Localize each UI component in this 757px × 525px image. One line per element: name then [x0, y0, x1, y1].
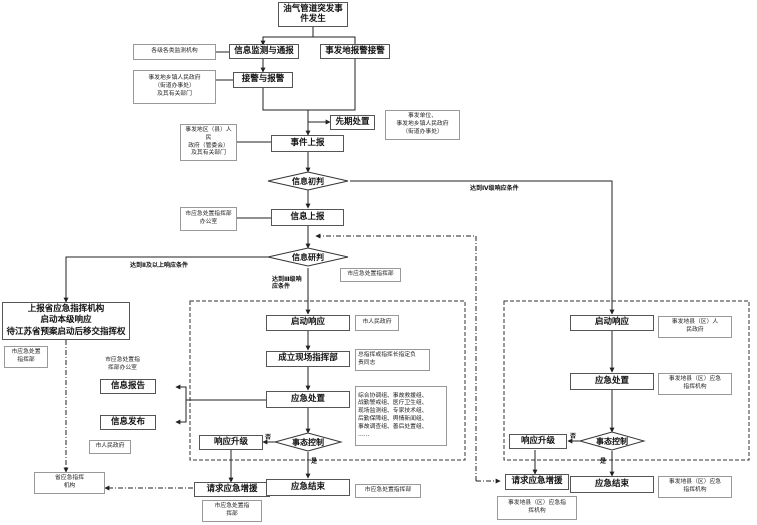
- monitor-box: 信息监测与通报: [229, 44, 299, 59]
- initial-judge-diamond: [267, 171, 349, 191]
- request-county-org-note: 事发地县（区）应急指 挥机构: [497, 496, 577, 520]
- province-box: 上报省应急指挥机构 启动本级响应 待江苏省预案启动后移交指挥权: [2, 302, 130, 340]
- county-control-diamond: [578, 431, 646, 451]
- county-gov-note: 事发地区（县）人民 政府（管委会） 及其有关部门: [180, 124, 237, 161]
- city-response-region: [189, 300, 466, 461]
- end-county-org-note: 事发地县（区）应急 指挥机构: [658, 476, 732, 498]
- info-publish-box: 信息发布: [100, 415, 156, 430]
- event-report-box: 事件上报: [271, 135, 344, 152]
- alarm-receive-box: 事发地报警接警: [320, 44, 390, 59]
- field-hq-box: 成立现场指挥部: [266, 351, 350, 367]
- info-report2-box: 信息报告: [100, 379, 156, 394]
- county-response-region: [503, 300, 750, 461]
- province-cmd-note: 省应急指挥 机构: [34, 472, 105, 494]
- early-response-box: 先期处置: [330, 115, 375, 130]
- city-control-label: 事态控制: [292, 437, 324, 447]
- town-gov-note: 事发地乡镇人民政府 （街道办事处） 及其有关部门: [133, 70, 216, 104]
- county-disposal-box: 应急处置: [570, 373, 654, 390]
- hq-office-note: 市应急处置指 挥部办公室: [95, 354, 150, 376]
- city-disposal-box: 应急处置: [266, 391, 350, 408]
- city-gov-note: 市人民政府: [355, 315, 399, 331]
- level2-label: 达到Ⅱ及以上响应条件: [130, 262, 188, 269]
- level3-label: 达到Ⅲ级响 应条件: [272, 276, 302, 291]
- request-city-org-note: 市应急处置指 挥部: [202, 500, 262, 522]
- county-start-org-note: 事发地县（区）人 民政府: [658, 316, 732, 338]
- city-start-box: 启动响应: [266, 315, 350, 331]
- info-report-box: 信息上报: [271, 209, 344, 226]
- yes-county-label: 是: [600, 458, 607, 465]
- end-city-org-note: 市应急处置指挥部: [355, 484, 421, 498]
- city-upgrade-box: 响应升级: [199, 435, 263, 450]
- county-end-box: 应急结束: [570, 476, 654, 493]
- county-request-box: 请求应急增援: [505, 474, 569, 490]
- yes-city-label: 是: [311, 458, 318, 465]
- study-diamond: [267, 247, 349, 267]
- publish-org-note: 市人民政府: [89, 440, 131, 454]
- level4-label: 达到Ⅳ级响应条件: [470, 185, 519, 192]
- monitor-org-note: 各级各类监测机构: [133, 44, 216, 60]
- groups-note: 综合协调组、事故救援组、 战勤警戒组、医疗卫生组、 现场监测组、专家技术组、 后…: [355, 386, 447, 446]
- county-upgrade-box: 响应升级: [509, 434, 567, 449]
- city-control-diamond: [273, 432, 343, 452]
- incident-box: 油气管道突发事 件发生: [278, 2, 348, 27]
- study-org-note: 市应急处置指挥部: [340, 268, 401, 282]
- initial-judge-label: 信息初判: [292, 176, 324, 186]
- province-org-note: 市应急处置 指挥部: [4, 346, 48, 368]
- study-label: 信息研判: [292, 252, 324, 262]
- early-units-note: 事发单位、 事发地乡镇人民政府 （街道办事处）: [385, 110, 460, 140]
- no-county-label: 否: [570, 433, 577, 440]
- city-end-box: 应急结束: [266, 479, 350, 496]
- county-disposal-org-note: 事发地县（区）应急 指挥机构: [658, 373, 732, 395]
- city-request-box: 请求应急增援: [194, 482, 270, 497]
- county-start-box: 启动响应: [570, 315, 654, 331]
- report-alarm-box: 接警与报警: [233, 72, 293, 88]
- field-hq-note: 总指挥或指挥长指定负 责同志: [355, 349, 430, 371]
- county-control-label: 事态控制: [596, 436, 628, 446]
- no-city-label: 否: [265, 434, 272, 441]
- city-office-note: 市应急处置指挥部 办公室: [180, 207, 237, 231]
